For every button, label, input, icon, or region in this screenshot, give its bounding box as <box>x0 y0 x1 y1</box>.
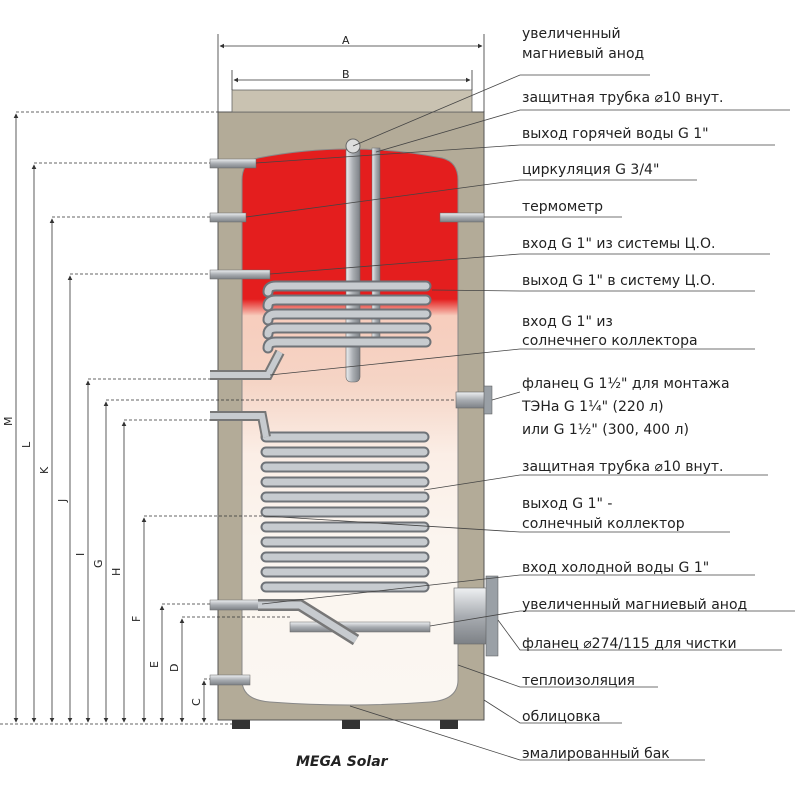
height-dimensions <box>0 111 456 725</box>
label-anode-bottom: увеличенный магниевый анод <box>522 597 748 613</box>
foot-right <box>440 720 458 729</box>
dim-label-I: I <box>74 553 87 556</box>
dim-label-B: B <box>342 68 350 81</box>
dim-label-A: A <box>342 34 350 47</box>
label-cladding: облицовка <box>522 709 601 725</box>
label-solar-in-2: солнечнего коллектора <box>522 333 698 349</box>
leader-lines <box>245 74 795 761</box>
label-flange-3: или G 1½" (300, 400 л) <box>522 422 689 438</box>
height-dim-labels: M L K J I G H F E D C <box>2 417 203 707</box>
label-thermometer: термометр <box>522 199 603 215</box>
foot-mid <box>342 720 360 729</box>
label-solar-out-1: выход G 1" - <box>522 496 613 512</box>
dim-label-H: H <box>110 568 123 576</box>
label-cold-in: вход холодной воды G 1" <box>522 560 710 576</box>
label-sleeve-top: защитная трубка ⌀10 внут. <box>522 90 724 106</box>
label-flange-1: фланец G 1½" для монтажа <box>522 376 730 392</box>
label-tank: эмалированный бак <box>522 746 670 762</box>
width-dimensions <box>217 34 485 112</box>
dim-label-K: K <box>38 466 51 474</box>
dim-label-D: D <box>168 664 181 672</box>
shell-top-cap <box>231 89 473 113</box>
label-insulation: теплоизоляция <box>522 673 635 689</box>
dim-label-L: L <box>20 441 33 448</box>
dim-label-E: E <box>148 661 161 668</box>
label-co-out: выход G 1" в систему Ц.О. <box>522 273 716 289</box>
dim-label-G: G <box>92 559 105 568</box>
upper-coil <box>262 280 432 354</box>
label-solar-out-2: солнечный коллектор <box>522 516 685 532</box>
label-flange-clean: фланец ⌀274/115 для чистки <box>522 636 737 652</box>
dim-label-M: M <box>2 417 15 427</box>
diagram-caption: MEGA Solar <box>296 754 388 770</box>
label-co-in: вход G 1" из системы Ц.О. <box>522 236 716 252</box>
label-sleeve-mid: защитная трубка ⌀10 внут. <box>522 459 724 475</box>
foot-left <box>232 720 250 729</box>
label-anode-top-1: увеличенный <box>522 26 621 42</box>
dim-label-F: F <box>130 616 143 622</box>
left-nozzles <box>209 158 285 686</box>
right-nozzles <box>439 212 499 657</box>
label-flange-2: ТЭНа G 1¼" (220 л) <box>522 399 664 415</box>
dim-label-J: J <box>56 499 69 503</box>
lower-coil <box>260 431 430 593</box>
dim-label-C: C <box>190 698 203 706</box>
label-hot-out: выход горячей воды G 1" <box>522 126 709 142</box>
label-solar-in-1: вход G 1" из <box>522 314 613 330</box>
bottom-anode <box>258 599 431 646</box>
label-circulation: циркуляция G 3/4" <box>522 162 660 178</box>
label-anode-top-2: магниевый анод <box>522 46 645 62</box>
